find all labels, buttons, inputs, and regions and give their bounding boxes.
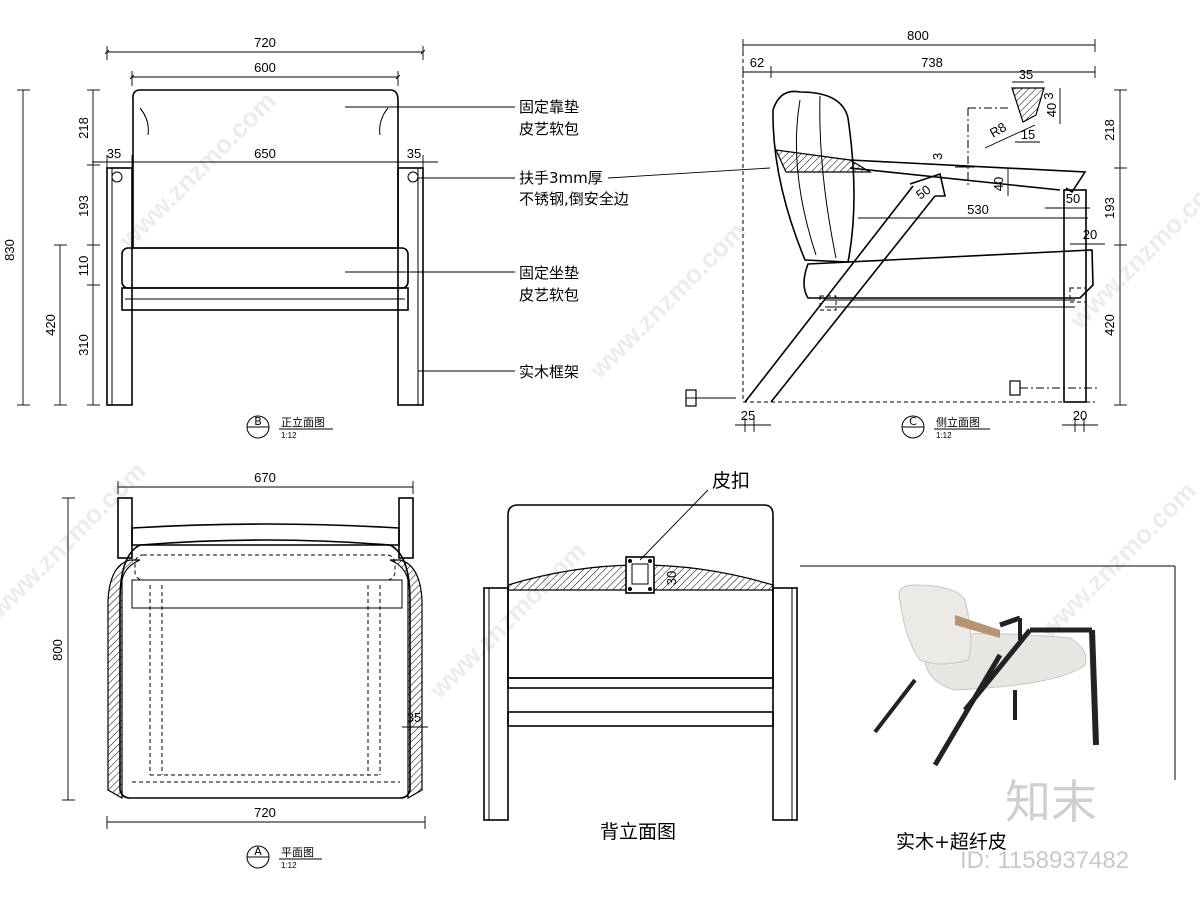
callout-frame: 实木框架: [519, 363, 579, 381]
callout-armrest-1: 扶手3mm厚: [519, 169, 603, 187]
watermark-text: www.znzmo.com: [112, 86, 281, 255]
dim-h-back: 218: [76, 117, 91, 139]
front-view-label: B: [254, 415, 262, 428]
product-photo: 实木+超纤皮: [800, 565, 1176, 853]
front-view-scale: 1:12: [281, 431, 297, 440]
back-view-buckle-dim: 30: [664, 571, 679, 585]
dim-arm-50-diag: 50: [913, 182, 933, 203]
plan-view-scale: 1:12: [281, 861, 297, 870]
back-view-title: 背立面图: [600, 821, 676, 843]
callouts: 固定靠垫 皮艺软包 扶手3mm厚 不锈钢,倒安全边 固定坐垫 皮艺软包 实木框架: [345, 98, 771, 381]
dim-detail-h40: 40: [1044, 103, 1059, 117]
dim-depth-main: 738: [921, 55, 943, 70]
callout-seat-cushion-1: 固定坐垫: [519, 264, 579, 282]
back-view: 皮扣 30 背立面图: [483, 470, 798, 843]
dim-detail-h3: 3: [1041, 92, 1056, 99]
dim-arm-span: 650: [254, 146, 276, 161]
front-view-title-text: 正立面图: [281, 415, 325, 429]
dim-h-cushion: 110: [76, 256, 91, 277]
plan-view-title: A 平面图 1:12: [246, 845, 322, 870]
dim-arm-right: 35: [407, 146, 421, 161]
dim-plan-depth: 800: [50, 639, 65, 661]
plan-view: 670 800 720 35: [50, 470, 428, 829]
dim-side-h218: 218: [1102, 119, 1117, 141]
front-view: 720 600 35 650 35 830 218 193 110 310 42…: [2, 35, 438, 406]
side-view-scale: 1:12: [936, 431, 952, 440]
callout-back-cushion-2: 皮艺软包: [519, 120, 579, 138]
dim-detail-15: 15: [1021, 127, 1035, 142]
front-view-title: B 正立面图 1:12: [246, 415, 333, 440]
dim-plan-top-width: 670: [254, 470, 276, 485]
dim-height-total: 830: [2, 239, 17, 261]
dim-plan-bottom-width: 720: [254, 805, 276, 820]
dim-detail-width: 35: [1019, 67, 1033, 82]
side-view: 800 62 738 35 40 3 R8 15: [685, 28, 1127, 432]
watermark-text: www.znzmo.com: [0, 456, 152, 625]
dim-arm-530: 530: [967, 202, 989, 217]
dim-detail-r8: R8: [987, 119, 1009, 140]
image-id: ID: 1158937482: [960, 847, 1129, 874]
side-view-label: C: [909, 415, 917, 428]
watermark-text: www.znzmo.com: [582, 216, 751, 385]
dim-depth-total: 800: [907, 28, 929, 43]
side-view-title: C 侧立面图 1:12: [901, 415, 990, 440]
dim-overall-width: 720: [254, 35, 276, 50]
dim-side-h193: 193: [1102, 197, 1117, 219]
dim-back-width: 600: [254, 60, 276, 75]
brand-logo: 知末: [1005, 775, 1097, 829]
dim-side-h420: 420: [1102, 314, 1117, 336]
dim-foot-20: 20: [1073, 408, 1087, 423]
dim-arm-left: 35: [107, 146, 121, 161]
callout-back-cushion-1: 固定靠垫: [519, 98, 579, 116]
plan-view-label: A: [254, 845, 262, 858]
side-view-title-text: 侧立面图: [936, 415, 980, 429]
plan-view-title-text: 平面图: [281, 846, 314, 859]
back-view-buckle-label: 皮扣: [712, 470, 750, 492]
callout-seat-cushion-2: 皮艺软包: [519, 286, 579, 304]
dim-arm-50: 50: [1066, 191, 1080, 206]
dim-offset: 62: [750, 55, 764, 70]
callout-armrest-2: 不锈钢,倒安全边: [519, 190, 629, 208]
dim-h-leg: 310: [76, 334, 91, 356]
dim-arm-3: 3: [930, 153, 945, 160]
watermark-text: www.znzmo.com: [422, 536, 591, 705]
photo-caption: 实木+超纤皮: [896, 831, 1007, 853]
dim-arm-40: 40: [991, 177, 1006, 191]
dim-h-seat: 420: [43, 314, 58, 336]
dim-h-20: 20: [1083, 227, 1097, 242]
dim-foot-25: 25: [741, 408, 755, 423]
dim-h-arm: 193: [76, 195, 91, 217]
dim-plan-edge: 35: [407, 710, 421, 725]
